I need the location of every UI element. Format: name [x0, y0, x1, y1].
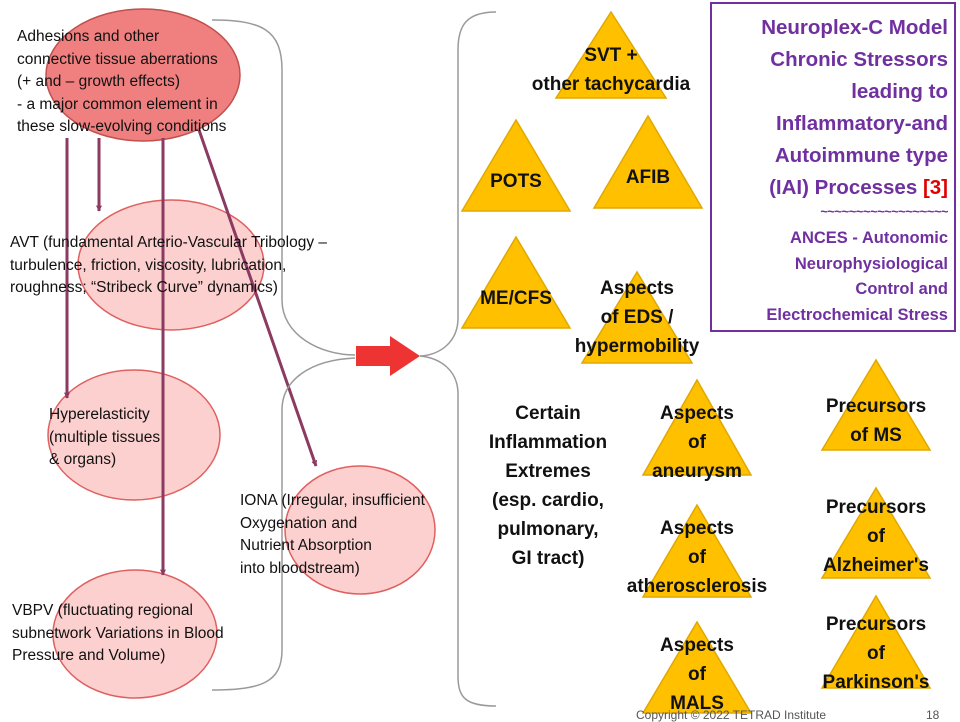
triangle-atherosclerosis: [641, 503, 753, 598]
avt-ellipse: [77, 199, 265, 331]
triangle-alzheimers: [820, 486, 932, 579]
triangle-parkinsons: [820, 594, 932, 689]
tilde-separator: ~~~~~~~~~~~~~~~~~~: [820, 204, 948, 219]
condition-pots: POTS: [490, 171, 542, 192]
condition-svt: SVT + other tachycardia: [531, 45, 691, 95]
condition-atherosclerosis: Aspects of atherosclerosis: [626, 518, 768, 597]
condition-alzheimers: Precursors of Alzheimer's: [823, 497, 929, 576]
triangle-aneurysm: [641, 378, 753, 476]
triangle-afib: [592, 114, 704, 209]
title-subtitle: ANCES - Autonomic Neurophysiological Con…: [766, 229, 948, 324]
avt-label: AVT (fundamental Arterio-Vascular Tribol…: [10, 234, 328, 296]
condition-mals: Aspects of MALS: [660, 635, 734, 714]
vbpv-ellipse: [52, 569, 218, 699]
iona-ellipse: [284, 465, 436, 595]
title-text: Neuroplex-C Model Chronic Stressors lead…: [712, 12, 948, 204]
reference-number: [3]: [922, 176, 948, 199]
iona-label: IONA (Irregular, insufficient Oxygenatio…: [240, 492, 425, 577]
triangle-mecfs: [460, 235, 572, 329]
condition-inflammation: Certain Inflammation Extremes (esp. card…: [488, 403, 608, 569]
vbpv-label: VBPV (fluctuating regional subnetwork Va…: [12, 602, 224, 664]
condition-aneurysm: Aspects of aneurysm: [652, 403, 742, 482]
hyperelasticity-label: Hyperelasticity (multiple tissues & orga…: [49, 406, 161, 468]
condition-eds: Aspects of EDS / hypermobility: [574, 278, 700, 357]
triangle-ms: [820, 358, 932, 451]
condition-ms: Precursors of MS: [825, 396, 927, 446]
left-bracket-top: [211, 19, 356, 356]
hyperelasticity-ellipse: [47, 369, 221, 501]
title-last-line: (IAI) Processes [3]: [769, 176, 948, 199]
slide-number: 18: [926, 708, 940, 722]
adhesions-ellipse: [45, 8, 241, 142]
triangle-svt: [554, 10, 668, 99]
triangle-mals: [641, 620, 753, 714]
right-brace: [419, 11, 497, 707]
arrow-to-iona: [197, 129, 318, 467]
condition-mecfs: ME/CFS: [480, 288, 552, 309]
triangle-eds: [580, 270, 694, 364]
left-bracket-bottom: [211, 357, 356, 691]
condition-parkinsons: Precursors of Parkinson's: [822, 614, 930, 693]
copyright-footer: Copyright © 2022 TETRAD Institute: [636, 708, 827, 722]
title-box: Neuroplex-C Model Chronic Stressors lead…: [710, 2, 956, 332]
condition-afib: AFIB: [625, 167, 671, 188]
adhesions-label: Adhesions and other connective tissue ab…: [17, 28, 227, 135]
triangle-pots: [460, 118, 572, 212]
big-arrow: [356, 336, 420, 376]
